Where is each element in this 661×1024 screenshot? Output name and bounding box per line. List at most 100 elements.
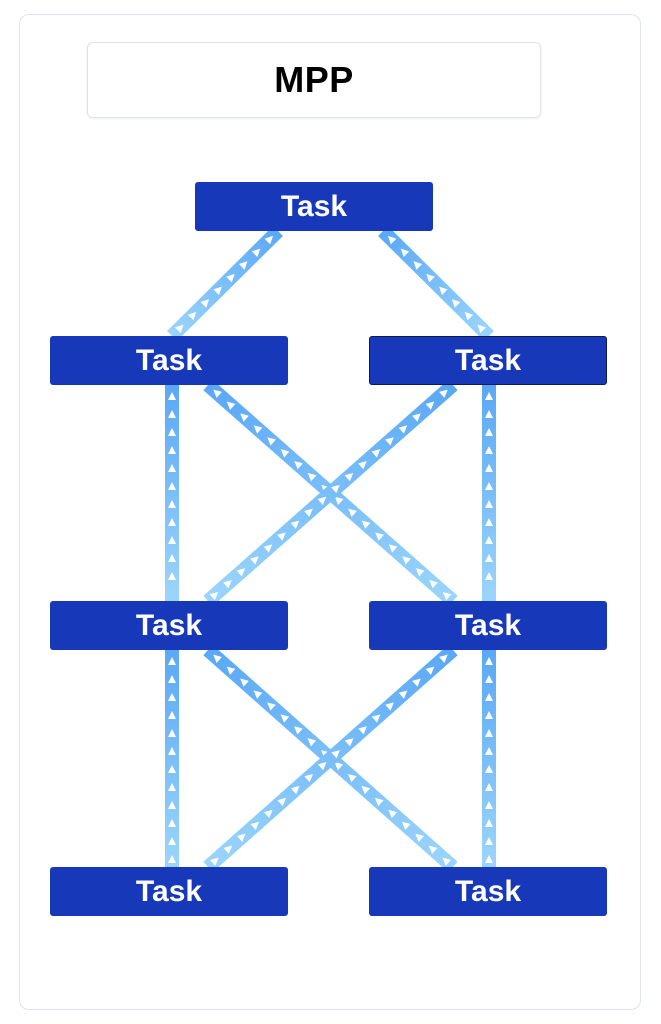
connector-line — [167, 226, 283, 341]
connector-arrow — [187, 311, 197, 321]
connector-arrow — [168, 464, 176, 472]
connector-arrow — [251, 248, 261, 258]
connector-arrow — [388, 544, 398, 553]
connector-arrow — [263, 544, 273, 553]
task-label: Task — [280, 189, 348, 223]
connector-arrow — [485, 801, 493, 809]
task-label: Task — [454, 874, 522, 908]
connector-arrow — [213, 389, 222, 398]
connector-arrow — [485, 392, 493, 400]
connector-arrow — [168, 554, 176, 562]
task-level3-right[interactable]: Task — [369, 601, 607, 650]
connector-arrow — [168, 572, 176, 580]
task-level4-right[interactable]: Task — [369, 867, 607, 916]
connector-arrow — [200, 299, 210, 308]
task-level2-right[interactable]: Task — [369, 336, 607, 385]
link-top-to-level2-right — [378, 226, 494, 341]
connector-arrow — [388, 809, 398, 819]
connector-arrow — [168, 855, 176, 863]
connector-arrow — [425, 401, 435, 410]
connector-arrow — [485, 464, 493, 472]
connector-arrow — [168, 783, 176, 791]
connector-arrow — [168, 482, 176, 490]
connector-arrow — [371, 449, 381, 458]
connector-arrow — [168, 657, 176, 665]
connector-arrow — [226, 401, 236, 410]
connector-arrow — [387, 235, 397, 245]
connector-arrow — [439, 389, 448, 398]
connector-arrow — [344, 738, 354, 747]
connector-arrow — [485, 536, 493, 544]
connector-arrow — [361, 785, 371, 795]
connector-arrow — [415, 568, 425, 577]
task-top[interactable]: Task — [195, 182, 433, 231]
connector-line — [203, 379, 458, 607]
connector-arrow — [442, 857, 451, 866]
connector-arrow — [168, 801, 176, 809]
connector-arrow — [238, 261, 248, 270]
connector-arrow — [294, 726, 303, 735]
connector-arrow — [223, 580, 232, 589]
connector-arrow — [374, 797, 384, 807]
link-top-to-level2-left — [167, 226, 283, 341]
task-level4-left[interactable]: Task — [50, 867, 288, 916]
connector-arrow — [485, 482, 493, 490]
connector-arrow — [263, 809, 273, 819]
connector-arrow — [250, 821, 260, 831]
diagram-frame — [19, 14, 641, 1010]
connector-arrow — [412, 678, 421, 687]
connector-arrow — [358, 461, 367, 470]
task-label: Task — [454, 343, 522, 377]
connector-arrow — [485, 747, 493, 755]
link-l3right-to-l4right — [482, 650, 496, 867]
connector-arrow — [280, 449, 290, 458]
link-l2right-to-l3left — [203, 379, 458, 607]
link-l2left-to-l3left — [165, 385, 179, 601]
connector-arrow — [398, 425, 408, 434]
connector-arrow — [331, 484, 340, 494]
connector-arrow — [439, 286, 448, 296]
connector-arrow — [237, 833, 246, 842]
connector-arrow — [451, 299, 461, 308]
connector-arrow — [290, 785, 300, 795]
task-level3-left[interactable]: Task — [50, 601, 288, 650]
connector-arrow — [168, 410, 176, 418]
connector-arrow — [168, 428, 176, 436]
connector-arrow — [361, 520, 371, 529]
connector-arrow — [168, 711, 176, 719]
connector-arrow — [277, 532, 286, 541]
connector-arrow — [401, 821, 411, 831]
connector-arrow — [168, 446, 176, 454]
connector-arrow — [209, 591, 219, 601]
task-level2-left[interactable]: Task — [50, 336, 288, 385]
connector-arrow — [331, 750, 340, 759]
connector-arrow — [307, 738, 317, 747]
connector-arrow — [385, 702, 394, 711]
connector-arrow — [485, 693, 493, 701]
connector-arrow — [400, 248, 410, 258]
connector-arrow — [485, 428, 493, 436]
connector-arrow — [485, 518, 493, 526]
connector-line — [203, 644, 458, 873]
connector-arrow — [485, 675, 493, 683]
link-l2right-to-l3right — [482, 385, 496, 601]
connector-arrow — [442, 591, 452, 601]
connector-arrow — [412, 413, 421, 422]
connector-arrow — [168, 518, 176, 526]
connector-arrow — [334, 496, 344, 506]
connector-arrow — [485, 500, 493, 508]
connector-arrow — [485, 711, 493, 719]
connector-arrow — [385, 437, 394, 446]
connector-arrow — [307, 472, 317, 482]
connector-arrow — [253, 690, 263, 699]
connector-arrow — [168, 500, 176, 508]
connector-arrow — [213, 286, 222, 296]
connector-arrow — [485, 765, 493, 773]
connector-arrow — [344, 472, 354, 482]
connector-arrow — [439, 654, 448, 663]
connector-arrow — [464, 311, 474, 321]
connector-arrow — [358, 726, 367, 735]
connector-arrow — [485, 572, 493, 580]
connector-arrow — [413, 261, 423, 270]
